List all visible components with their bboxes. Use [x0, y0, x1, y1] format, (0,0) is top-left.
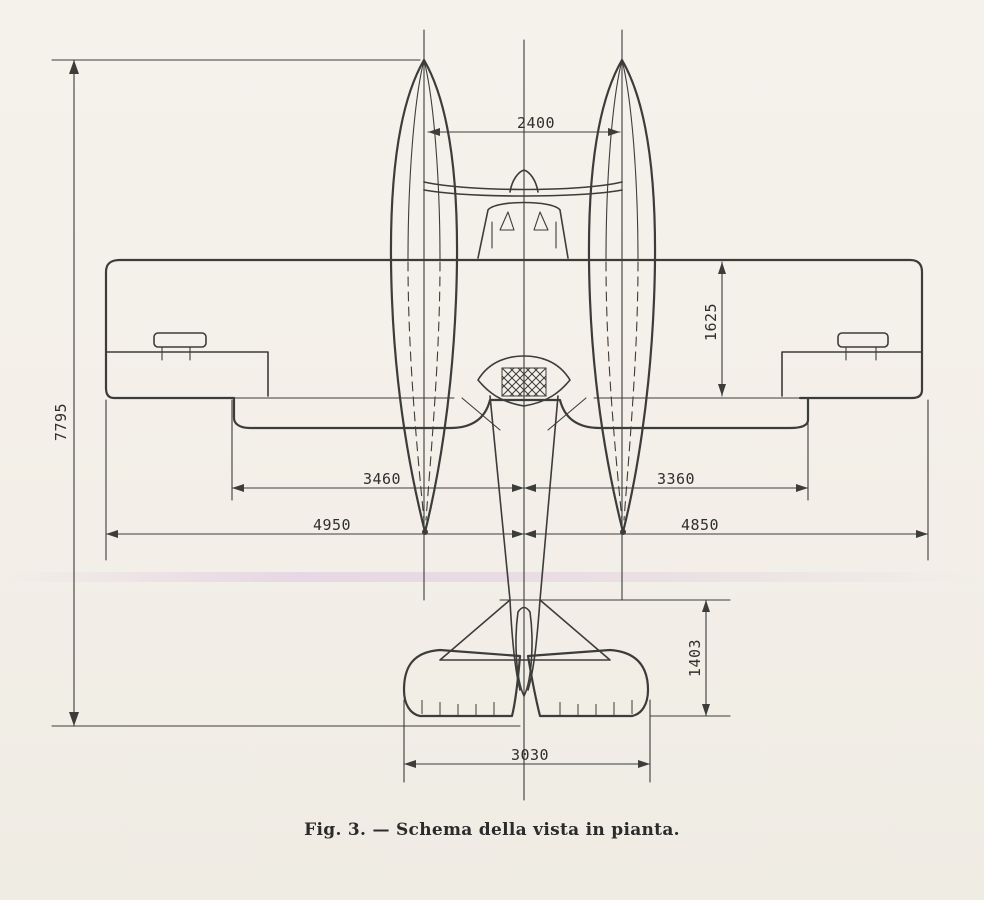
dimension-half-spans: 4950 4850: [105, 399, 929, 561]
label-half-span-right: 4850: [681, 516, 719, 534]
label-half-span-left: 4950: [313, 516, 351, 534]
tail: [402, 599, 650, 718]
figure-caption: Fig. 3. — Schema della vista in pianta.: [304, 820, 680, 840]
label-wing-chord: 1625: [702, 303, 720, 341]
dimension-total-length: 7795: [51, 59, 521, 727]
left-float: [389, 29, 459, 601]
label-aileron-span-left: 3460: [363, 470, 401, 488]
label-tail-span: 3030: [511, 746, 549, 764]
dimension-float-spacing: 2400: [427, 114, 621, 136]
paper-stain: [0, 572, 984, 582]
dimension-aileron-spans: 3460 3360: [231, 399, 809, 501]
right-float: [587, 29, 657, 601]
dimension-wing-chord: 1625: [702, 261, 726, 397]
engine-nose: [423, 169, 623, 259]
label-float-spacing: 2400: [517, 114, 555, 132]
label-total-length: 7795: [52, 403, 70, 441]
label-aileron-span-right: 3360: [657, 470, 695, 488]
dimension-tail-length: 1403: [499, 599, 731, 717]
dimension-tail-span: 3030: [403, 699, 651, 783]
wing: [104, 258, 924, 430]
label-tail-length: 1403: [686, 639, 704, 677]
